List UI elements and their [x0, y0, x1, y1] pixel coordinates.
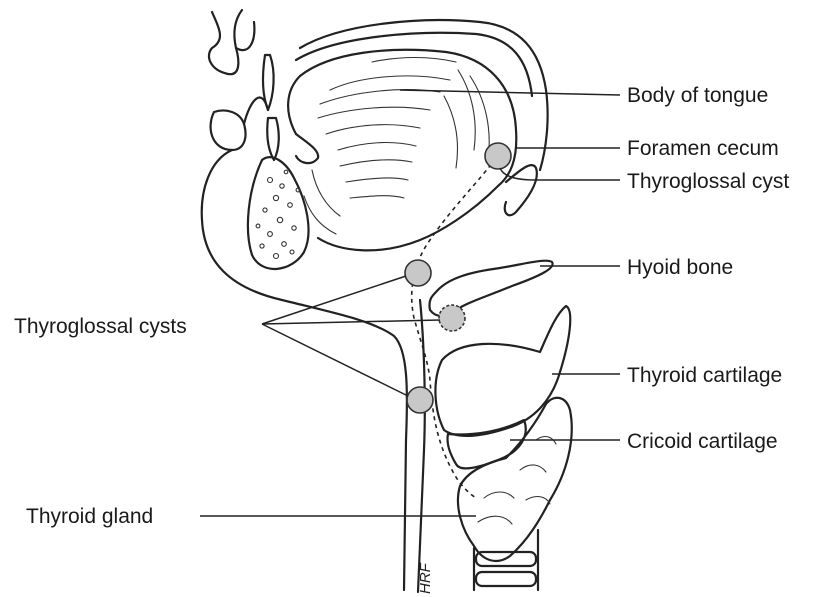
cyst-upper: [405, 260, 431, 286]
esophagus: [418, 300, 425, 592]
label-thyroid-cartilage: Thyroid cartilage: [627, 364, 782, 387]
bone-fragment: [248, 157, 309, 269]
cyst-foramen: [485, 143, 511, 169]
label-thyroglossal-cyst: Thyroglossal cyst: [627, 170, 789, 193]
cyst-mid: [439, 305, 465, 331]
label-cricoid-cartilage: Cricoid cartilage: [627, 430, 778, 453]
palate-outline: [300, 20, 548, 170]
label-body-of-tongue: Body of tongue: [627, 84, 768, 107]
cyst-lower: [407, 387, 433, 413]
artist-signature: HRF: [417, 562, 434, 594]
label-hyoid-bone: Hyoid bone: [627, 256, 733, 279]
label-foramen-cecum: Foramen cecum: [627, 137, 779, 160]
label-thyroglossal-cysts: Thyroglossal cysts: [14, 315, 187, 338]
trachea: [474, 530, 538, 590]
mandible-outline: [202, 10, 407, 590]
thyroid-gland: [458, 398, 572, 561]
cricoid-cartilage: [447, 420, 525, 468]
label-thyroid-gland: Thyroid gland: [26, 505, 153, 528]
leader-lines: [200, 90, 620, 516]
tongue: [288, 50, 516, 251]
